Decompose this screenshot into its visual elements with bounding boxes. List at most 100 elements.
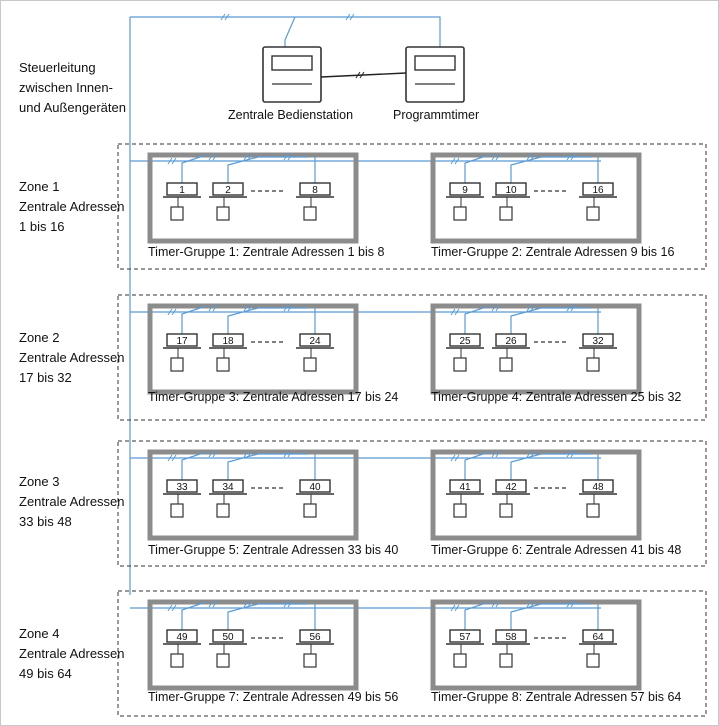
zone-boundary [117,143,707,270]
timer-group-frame [430,303,642,395]
remote-controller [586,503,600,518]
unit-address: 33 [176,482,188,493]
timer-group-caption: Timer-Gruppe 8: Zentrale Adressen 57 bis… [431,690,682,704]
indoor-unit [212,182,244,196]
line-break-mark [243,153,253,161]
indoor-unit [299,479,331,493]
indoor-unit [449,479,481,493]
remote-controller [586,357,600,372]
indoor-unit [299,182,331,196]
line-break-mark [208,304,218,312]
line-break-mark [566,450,576,458]
timer-group-caption: Timer-Gruppe 3: Zentrale Adressen 17 bis… [148,390,399,404]
line-break-mark [450,604,460,612]
zone-boundary [117,440,707,567]
zone-name: Zone 3 [19,474,60,489]
remote-controller [170,357,184,372]
zone-name: Zone 2 [19,330,60,345]
remote-controller [303,357,317,372]
control-line-station [284,16,296,47]
line-break-mark [526,450,536,458]
remote-controller [499,503,513,518]
remote-controller [216,206,230,221]
line-break-mark [566,600,576,608]
remote-controller [303,206,317,221]
timer-group-frame [147,152,359,244]
unit-chain [227,156,308,183]
timer-group-frame [430,449,642,541]
remote-controller [216,653,230,668]
indoor-unit [495,182,527,196]
line-break-mark [283,153,293,161]
indoor-unit [582,629,614,643]
unit-address: 64 [592,632,604,643]
indoor-unit [166,182,198,196]
remote-controller [303,653,317,668]
timer-group-frame [147,303,359,395]
line-break-mark [208,600,218,608]
remote-controller [499,653,513,668]
indoor-unit [212,333,244,347]
timer-group-caption: Timer-Gruppe 7: Zentrale Adressen 49 bis… [148,690,399,704]
zone-address-range: 1 bis 16 [19,219,65,234]
line-break-mark [208,450,218,458]
unit-chain [510,453,591,480]
unit-chain [510,603,591,630]
remote-controller [453,357,467,372]
unit-address: 49 [176,632,188,643]
unit-address: 50 [222,632,234,643]
legend-line-3: und Außengeräten [19,100,126,115]
line-break-mark [450,308,460,316]
remote-controller [453,503,467,518]
line-break-mark [491,153,501,161]
indoor-unit [299,629,331,643]
remote-controller [216,357,230,372]
remote-controller [170,206,184,221]
unit-chain [227,453,308,480]
zone-address-label: Zentrale Adressen [19,199,125,214]
indoor-unit [299,333,331,347]
zone-boundary [117,294,707,421]
unit-address: 57 [459,632,471,643]
unit-address: 17 [176,336,188,347]
remote-controller [303,503,317,518]
remote-controller [586,653,600,668]
indoor-unit [449,333,481,347]
remote-controller [499,357,513,372]
line-break-mark [283,450,293,458]
indoor-unit [495,629,527,643]
indoor-unit [212,479,244,493]
zone-2-label: Zone 2 Zentrale Adressen 17 bis 32 [19,328,125,388]
control-line-legend: Steuerleitung zwischen Innen- und Außeng… [19,58,126,118]
line-break-mark [243,450,253,458]
legend-line-2: zwischen Innen- [19,80,113,95]
unit-chain [227,307,308,334]
zone-address-range: 33 bis 48 [19,514,72,529]
line-break-mark [167,157,177,165]
unit-chain [181,601,207,630]
line-break-mark [167,454,177,462]
display-icon [414,55,456,71]
unit-address: 25 [459,336,471,347]
line-break-mark [491,600,501,608]
unit-address: 10 [505,185,517,196]
unit-address: 9 [462,185,468,196]
zone-4-label: Zone 4 Zentrale Adressen 49 bis 64 [19,624,125,684]
unit-address: 56 [309,632,321,643]
unit-address: 18 [222,336,234,347]
zone-name: Zone 1 [19,179,60,194]
line-break-mark [491,450,501,458]
line-break-mark [526,153,536,161]
remote-controller [453,653,467,668]
line-break-mark [243,304,253,312]
timer-group-frame [147,449,359,541]
timer-group-caption: Timer-Gruppe 6: Zentrale Adressen 41 bis… [431,543,682,557]
line-break-mark [566,304,576,312]
unit-chain [227,603,308,630]
line-break-mark [526,600,536,608]
zone-address-range: 49 bis 64 [19,666,72,681]
indoor-unit [495,333,527,347]
unit-chain [464,154,490,183]
line-break-mark [450,454,460,462]
timer-group-caption: Timer-Gruppe 4: Zentrale Adressen 25 bis… [431,390,682,404]
